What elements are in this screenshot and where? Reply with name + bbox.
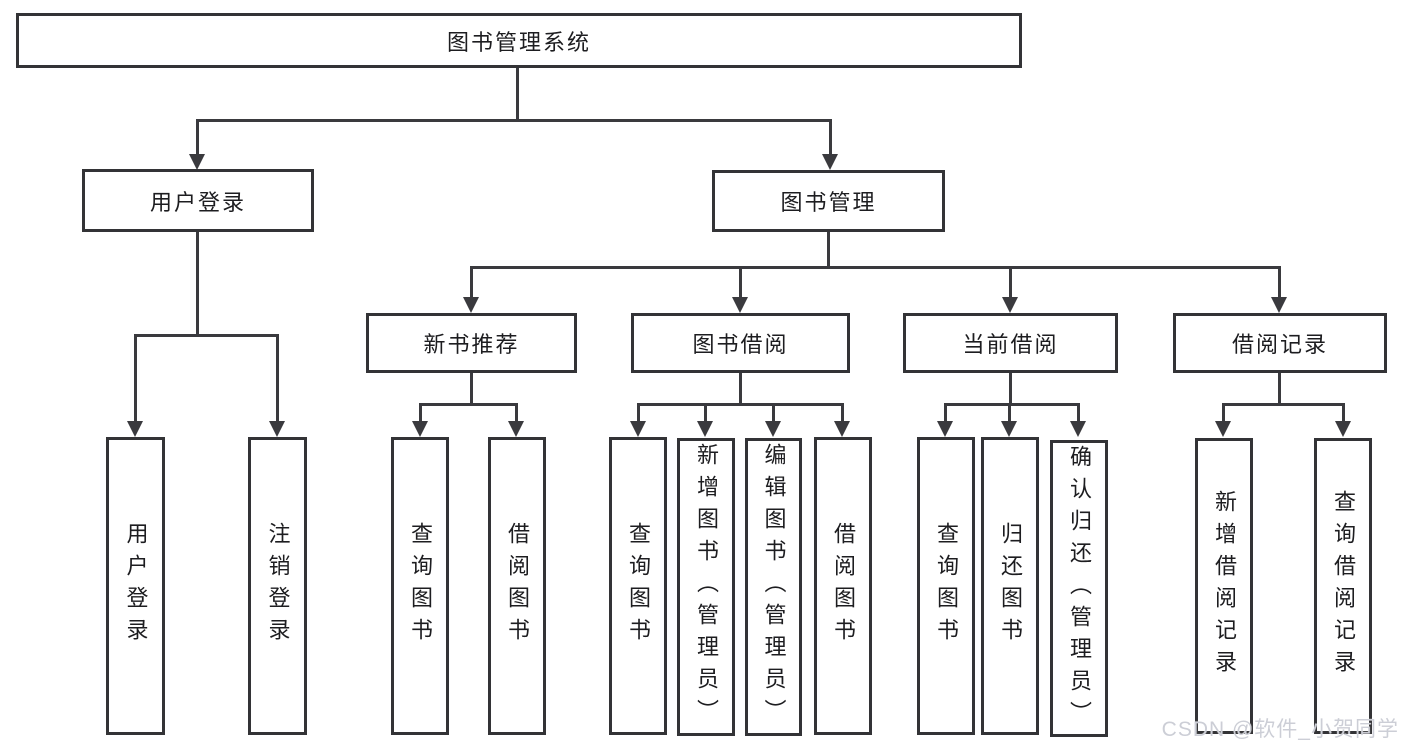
node-label: 图书管理系统 — [446, 29, 591, 55]
node-book-borrow: 图书借阅 — [631, 313, 850, 373]
arrow-down-icon — [834, 421, 850, 437]
leaf-label: 归还图书 — [998, 522, 1023, 650]
connector-drop — [419, 403, 422, 424]
node-label: 借阅记录 — [1231, 332, 1328, 357]
connector-root-bar — [196, 119, 832, 122]
node-label: 用户登录 — [149, 189, 246, 215]
arrow-down-icon — [1001, 421, 1017, 437]
connector-drop — [1222, 403, 1225, 424]
connector-book-mgmt-stem — [827, 232, 830, 268]
connector-drop-login — [134, 334, 137, 424]
connector-new-book-bar — [419, 403, 518, 406]
connector-drop — [637, 403, 640, 424]
connector-drop — [515, 403, 518, 424]
connector-drop — [772, 403, 775, 424]
arrow-down-icon — [732, 297, 748, 313]
connector-drop-logout — [276, 334, 279, 424]
leaf-label: 借阅图书 — [831, 522, 856, 650]
csdn-watermark: CSDN @软件_小贺同学 — [1161, 718, 1399, 741]
leaf-user-login: 用户登录 — [106, 437, 165, 735]
connector-book-borrow-stem — [739, 373, 742, 405]
arrow-down-icon — [630, 421, 646, 437]
arrow-down-icon — [1002, 297, 1018, 313]
node-label: 图书管理 — [780, 190, 877, 215]
arrow-down-icon — [765, 421, 781, 437]
leaf-label: 确认归还（管理员） — [1067, 444, 1092, 733]
leaf-label: 查询图书 — [626, 522, 651, 650]
arrow-down-icon — [1335, 421, 1351, 437]
node-new-book-recommend: 新书推荐 — [366, 313, 577, 373]
connector-drop — [1077, 403, 1080, 424]
connector-drop — [704, 403, 707, 424]
leaf-query-books: 查询图书 — [917, 437, 975, 735]
connector-drop-new-book — [470, 266, 473, 300]
leaf-add-borrow-record: 新增借阅记录 — [1195, 438, 1253, 734]
leaf-label: 新增借阅记录 — [1212, 490, 1237, 682]
arrow-down-icon — [937, 421, 953, 437]
leaf-add-books-admin: 新增图书（管理员） — [677, 438, 735, 736]
leaf-return-books: 归还图书 — [981, 437, 1039, 735]
connector-drop — [841, 403, 844, 424]
connector-drop — [944, 403, 947, 424]
leaf-label: 查询图书 — [408, 522, 433, 650]
connector-drop-book-borrow — [739, 266, 742, 300]
leaf-label: 查询图书 — [934, 522, 959, 650]
leaf-label: 用户登录 — [123, 522, 149, 650]
arrow-down-icon — [1070, 421, 1086, 437]
connector-drop — [1008, 403, 1011, 424]
leaf-logout: 注销登录 — [248, 437, 307, 735]
connector-user-login-bar — [134, 334, 279, 337]
node-label: 当前借阅 — [962, 332, 1059, 357]
connector-current-borrow-stem — [1009, 373, 1012, 405]
connector-drop-borrow-records — [1278, 266, 1281, 300]
leaf-label: 查询借阅记录 — [1331, 490, 1356, 682]
connector-book-borrow-bar — [637, 403, 844, 406]
connector-current-borrow-bar — [944, 403, 1080, 406]
leaf-query-borrow-record: 查询借阅记录 — [1314, 438, 1372, 734]
arrow-down-icon — [508, 421, 524, 437]
arrow-down-icon — [269, 421, 285, 437]
connector-drop-user-login — [196, 119, 199, 159]
connector-borrow-records-stem — [1278, 373, 1281, 405]
leaf-borrow-books: 借阅图书 — [814, 437, 872, 735]
leaf-query-books: 查询图书 — [609, 437, 667, 735]
node-book-management-system: 图书管理系统 — [16, 13, 1022, 68]
connector-drop-book-management — [829, 119, 832, 159]
connector-new-book-stem — [470, 373, 473, 405]
leaf-edit-books-admin: 编辑图书（管理员） — [745, 438, 802, 736]
node-user-login: 用户登录 — [82, 169, 314, 232]
node-label: 新书推荐 — [423, 332, 520, 357]
leaf-confirm-return-admin: 确认归还（管理员） — [1050, 440, 1108, 737]
leaf-label: 借阅图书 — [505, 522, 530, 650]
leaf-borrow-books: 借阅图书 — [488, 437, 546, 735]
node-label: 图书借阅 — [692, 332, 789, 357]
arrow-down-icon — [412, 421, 428, 437]
arrow-down-icon — [189, 154, 205, 170]
connector-book-mgmt-bar — [470, 266, 1281, 269]
arrow-down-icon — [1271, 297, 1287, 313]
leaf-query-books: 查询图书 — [391, 437, 449, 735]
connector-user-login-stem — [196, 232, 199, 335]
arrow-down-icon — [822, 154, 838, 170]
arrow-down-icon — [1215, 421, 1231, 437]
node-book-management: 图书管理 — [712, 170, 945, 232]
connector-drop-current-borrow — [1009, 266, 1012, 300]
arrow-down-icon — [127, 421, 143, 437]
arrow-down-icon — [463, 297, 479, 313]
leaf-label: 新增图书（管理员） — [694, 443, 719, 731]
connector-root-stem — [516, 66, 519, 120]
leaf-label: 编辑图书（管理员） — [761, 443, 787, 731]
leaf-label: 注销登录 — [265, 522, 291, 650]
node-current-borrow: 当前借阅 — [903, 313, 1118, 373]
connector-borrow-records-bar — [1222, 403, 1344, 406]
node-borrow-records: 借阅记录 — [1173, 313, 1387, 373]
arrow-down-icon — [697, 421, 713, 437]
connector-drop — [1342, 403, 1345, 424]
